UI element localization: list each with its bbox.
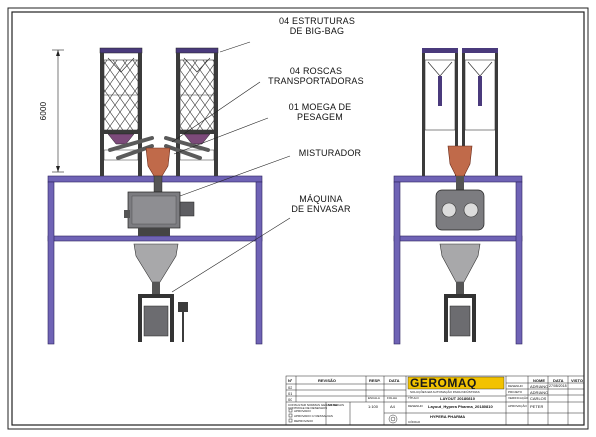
desenho-value: Layout_Hypera Pharma_20180810 xyxy=(428,404,493,409)
label-moega: 01 MOEGA DE PESAGEM xyxy=(270,102,370,122)
sign-name-verificacao: CARLOS xyxy=(530,396,547,401)
filling-machine xyxy=(133,243,188,342)
rev-header-revisao: REVISÃO xyxy=(318,378,337,383)
platform-right-leg xyxy=(255,181,263,345)
platform-mid-beam xyxy=(47,235,263,242)
label-envasar-line2: DE ENVASAR xyxy=(291,204,351,214)
side-big-bag-right xyxy=(462,48,498,176)
rev-header-data: DATA xyxy=(389,378,400,383)
escala-label: ESCALA xyxy=(368,396,380,400)
side-filling-machine xyxy=(439,243,481,342)
label-roscas-line1: 04 ROSCAS xyxy=(289,66,343,76)
materiais-label: MATERIAIS xyxy=(328,403,344,407)
rev-row-01: 01 xyxy=(288,391,293,396)
big-bag-structure-left xyxy=(99,47,143,176)
platform-left-leg xyxy=(47,181,55,345)
sign-header-nome: NOME xyxy=(533,378,545,383)
rev-header-resp: RESP. xyxy=(369,378,381,383)
label-moega-line2: PESAGEM xyxy=(297,112,343,122)
label-roscas: 04 ROSCAS TRANSPORTADORAS xyxy=(252,66,380,86)
side-big-bag-left xyxy=(422,48,458,176)
checkbox-reprovado: REPROVADO xyxy=(294,419,313,423)
label-envasar-line1: MÁQUINA xyxy=(299,194,343,204)
sign-date-desenho: 27/08/2018 xyxy=(549,384,567,388)
sign-role-desenho: DESENHO xyxy=(508,384,523,388)
outer-frame xyxy=(7,7,589,430)
titulo-label: TÍTULO xyxy=(408,396,419,400)
brand-logo-background xyxy=(407,376,505,390)
dimension-label: 6000 xyxy=(39,101,48,121)
rev-row-02: 02 xyxy=(288,385,293,390)
folha-label: FOLHA xyxy=(387,396,398,400)
front-view xyxy=(47,47,263,345)
big-bag-structure-right xyxy=(175,47,219,176)
label-envasar: MÁQUINA DE ENVASAR xyxy=(276,194,366,214)
label-moega-line1: 01 MOEGA DE xyxy=(288,102,352,112)
rev-row-00: 00 xyxy=(288,397,293,402)
brand-tagline: SOLUÇÕES EM AUTOMAÇÃO PARA INDÚSTRIAS xyxy=(410,390,480,394)
label-big-bag-line2: DE BIG-BAG xyxy=(289,26,345,36)
note-line-2: CONTROLE DE DESENHOS xyxy=(288,406,328,410)
checkbox-aprovado: APROVADO xyxy=(294,409,311,413)
folha-value: A4 xyxy=(390,404,395,409)
side-mixer xyxy=(435,189,485,231)
sign-name-aprovacao: PETER xyxy=(530,404,544,409)
titulo-value: LAYOUT 20180810 xyxy=(440,396,475,401)
label-big-bag-line1: 04 ESTRUTURAS xyxy=(278,16,356,26)
sign-role-aprovacao: APROVAÇÃO xyxy=(508,404,527,408)
side-view xyxy=(393,48,523,345)
checkbox-ressalvas: APROVADO C/ RESSALVAS xyxy=(294,414,333,418)
brand-logo: GEROMAQ xyxy=(410,377,477,389)
side-weighing-hopper xyxy=(447,145,473,177)
callout-leaders xyxy=(171,41,291,293)
mixer xyxy=(124,191,195,236)
rev-header-no: Nº xyxy=(288,378,293,383)
note-line-1: CONSULTAR NORMAS GERAIS DE xyxy=(288,403,338,407)
desenho-label: DESENHO xyxy=(408,404,423,408)
sign-name-projeto: ADRIANO xyxy=(530,390,549,395)
sign-name-desenho: ADRIANO xyxy=(530,384,549,389)
label-misturador: MISTURADOR xyxy=(298,148,362,158)
sign-role-projeto: PROJETO xyxy=(508,390,523,394)
sign-role-verificacao: VERIFICAÇÃO xyxy=(508,396,529,400)
sign-header-data: DATA xyxy=(553,378,564,383)
cliente-value: HYPERA PHARMA xyxy=(430,414,466,419)
stamp-icon xyxy=(388,414,398,424)
weighing-hopper xyxy=(145,147,171,177)
codigo-label: CÓDIGO xyxy=(408,420,421,424)
label-roscas-line2: TRANSPORTADORAS xyxy=(268,76,364,86)
sign-header-visto: VISTO xyxy=(571,378,583,383)
label-big-bag: 04 ESTRUTURAS DE BIG-BAG xyxy=(262,16,372,36)
escala-value: 1:100 xyxy=(368,404,379,409)
title-block-grid xyxy=(285,375,585,426)
